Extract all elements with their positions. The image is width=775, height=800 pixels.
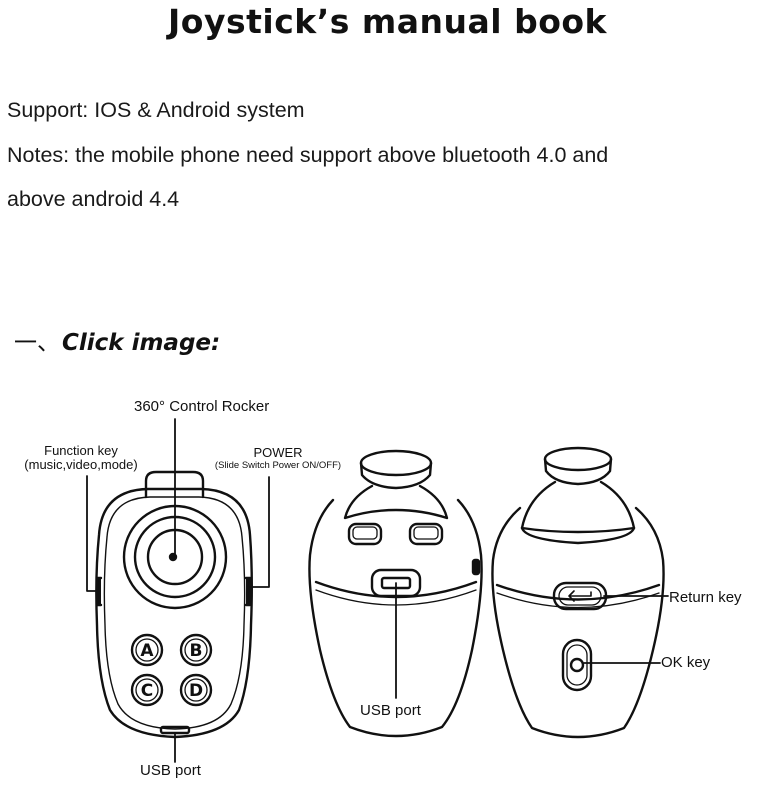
label-power-line1: POWER: [253, 445, 303, 460]
button-b-label: B: [190, 641, 203, 661]
label-ok-key: OK key: [661, 654, 711, 671]
section-heading: 一、Click image:: [14, 323, 220, 357]
button-a: [130, 633, 164, 667]
button-c: [130, 673, 164, 707]
section-title: Click image:: [62, 330, 221, 356]
label-power-line2: (Slide Switch Power ON/OFF): [214, 460, 342, 471]
label-usb-port-front: USB port: [140, 762, 201, 779]
label-usb-port-side: USB port: [360, 702, 421, 719]
label-function-key-line2: (music,video,mode): [24, 457, 138, 472]
button-d: [179, 673, 213, 707]
label-return-key: Return key: [669, 589, 742, 606]
back-view-joystick: [491, 446, 665, 739]
notes-text-line2: above android 4.4: [7, 187, 180, 211]
label-control-rocker: 360° Control Rocker: [134, 398, 270, 415]
side-view-joystick: [308, 449, 483, 738]
page-title: Joystick’s manual book: [168, 2, 607, 41]
label-function-key: Function key (music,video,mode): [6, 444, 156, 472]
support-text: Support: IOS & Android system: [7, 98, 305, 122]
abcd-buttons: [130, 633, 213, 707]
button-b: [179, 633, 213, 667]
button-c-label: C: [141, 681, 153, 701]
front-view-joystick: [95, 470, 253, 739]
button-a-label: A: [140, 641, 154, 661]
section-number: 一、: [14, 330, 60, 356]
label-function-key-line1: Function key: [44, 443, 118, 458]
label-power: POWER (Slide Switch Power ON/OFF): [198, 445, 358, 472]
button-d-label: D: [189, 681, 203, 701]
notes-text-line1: Notes: the mobile phone need support abo…: [7, 143, 609, 167]
